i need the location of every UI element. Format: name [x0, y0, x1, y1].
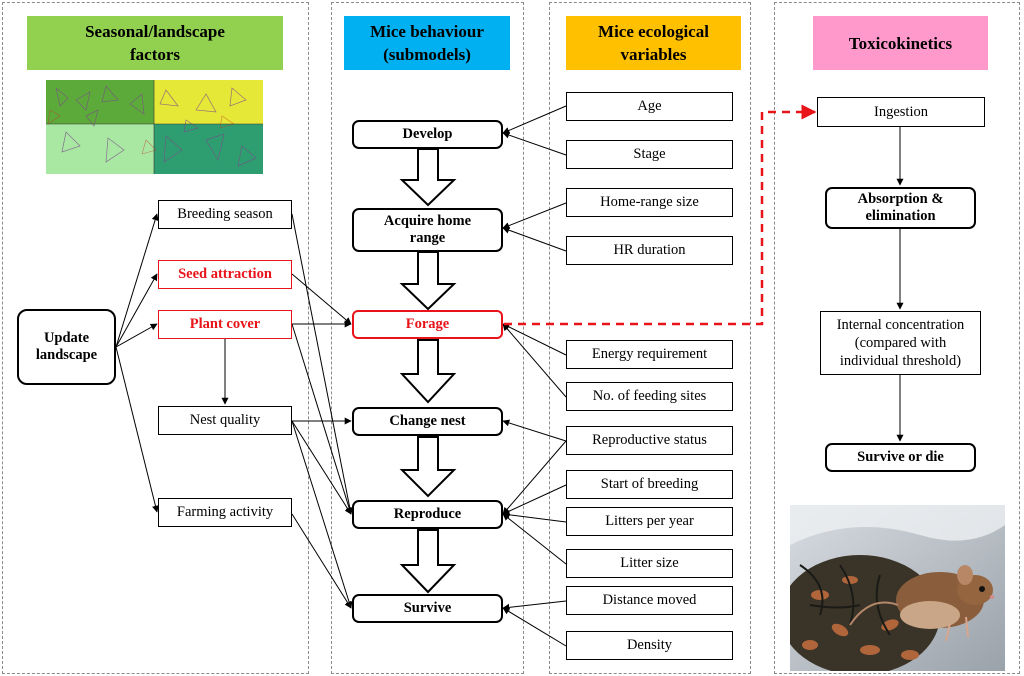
stage-box: Stage [566, 140, 733, 169]
header-behaviour: Mice behaviour (submodels) [344, 16, 510, 70]
survive-or-die-box: Survive or die [825, 443, 976, 472]
acquire-home-range-box: Acquire home range [352, 208, 503, 252]
survive-box: Survive [352, 594, 503, 623]
breeding-season-box: Breeding season [158, 200, 292, 229]
forage-to-ingestion-link [504, 104, 817, 326]
internal-concentration-box: Internal concentration (compared with in… [820, 311, 981, 375]
hr-duration-box: HR duration [566, 236, 733, 265]
home-range-size-box: Home-range size [566, 188, 733, 217]
change-nest-box: Change nest [352, 407, 503, 436]
farming-activity-box: Farming activity [158, 498, 292, 527]
reproduce-box: Reproduce [352, 500, 503, 529]
age-box: Age [566, 92, 733, 121]
flow-arrows [399, 148, 457, 594]
feeding-sites-box: No. of feeding sites [566, 382, 733, 411]
landscape-map [46, 80, 263, 174]
seed-attraction-box: Seed attraction [158, 260, 292, 289]
panel-seasonal [2, 2, 309, 674]
reproductive-status-box: Reproductive status [566, 426, 733, 455]
energy-requirement-box: Energy requirement [566, 340, 733, 369]
header-ecological: Mice ecological variables [566, 16, 741, 70]
panel-behaviour [331, 2, 524, 674]
litters-per-year-box: Litters per year [566, 507, 733, 536]
density-box: Density [566, 631, 733, 660]
nest-quality-box: Nest quality [158, 406, 292, 435]
litter-size-box: Litter size [566, 549, 733, 578]
develop-box: Develop [352, 120, 503, 149]
plant-cover-box: Plant cover [158, 310, 292, 339]
distance-moved-box: Distance moved [566, 586, 733, 615]
landscape-links [115, 213, 354, 609]
ingestion-box: Ingestion [817, 97, 985, 127]
landscape-map-graphic [46, 80, 263, 174]
mouse-photo [790, 505, 1005, 671]
forage-box: Forage [352, 310, 503, 339]
update-landscape-box: Update landscape [17, 309, 116, 385]
header-toxicokinetics: Toxicokinetics [813, 16, 988, 70]
start-of-breeding-box: Start of breeding [566, 470, 733, 499]
panel-ecological [549, 2, 751, 674]
mouse-photo-graphic [790, 505, 1005, 671]
panel-toxicokinetics [774, 2, 1020, 674]
absorption-elimination-box: Absorption & elimination [825, 187, 976, 229]
ecological-links [502, 105, 567, 647]
header-seasonal: Seasonal/landscape factors [27, 16, 283, 70]
